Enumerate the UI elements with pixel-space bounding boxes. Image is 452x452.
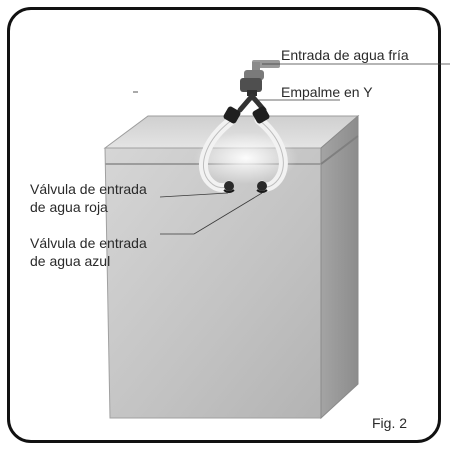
cabinet-side	[320, 114, 359, 420]
cold-water-tap	[240, 60, 280, 96]
blue-inlet-valve	[256, 181, 268, 193]
red-inlet-valve	[223, 181, 235, 193]
label-red-valve: Válvula de entrada de agua roja	[30, 180, 147, 216]
leader-red-valve	[159, 192, 229, 198]
label-y-joint: Empalme en Y	[281, 84, 373, 100]
label-blue-valve-line1: Válvula de entrada	[30, 235, 147, 251]
figure-caption: Fig. 2	[372, 415, 408, 431]
label-blue-valve-line2: de agua azul	[30, 253, 111, 269]
label-cold-water-inlet: Entrada de agua fría	[281, 47, 409, 63]
label-red-valve-line2: de agua roja	[30, 199, 108, 215]
y-joint	[223, 93, 270, 124]
label-red-valve-line1: Válvula de entrada	[30, 181, 147, 197]
label-blue-valve: Válvula de entrada de agua azul	[30, 234, 147, 270]
